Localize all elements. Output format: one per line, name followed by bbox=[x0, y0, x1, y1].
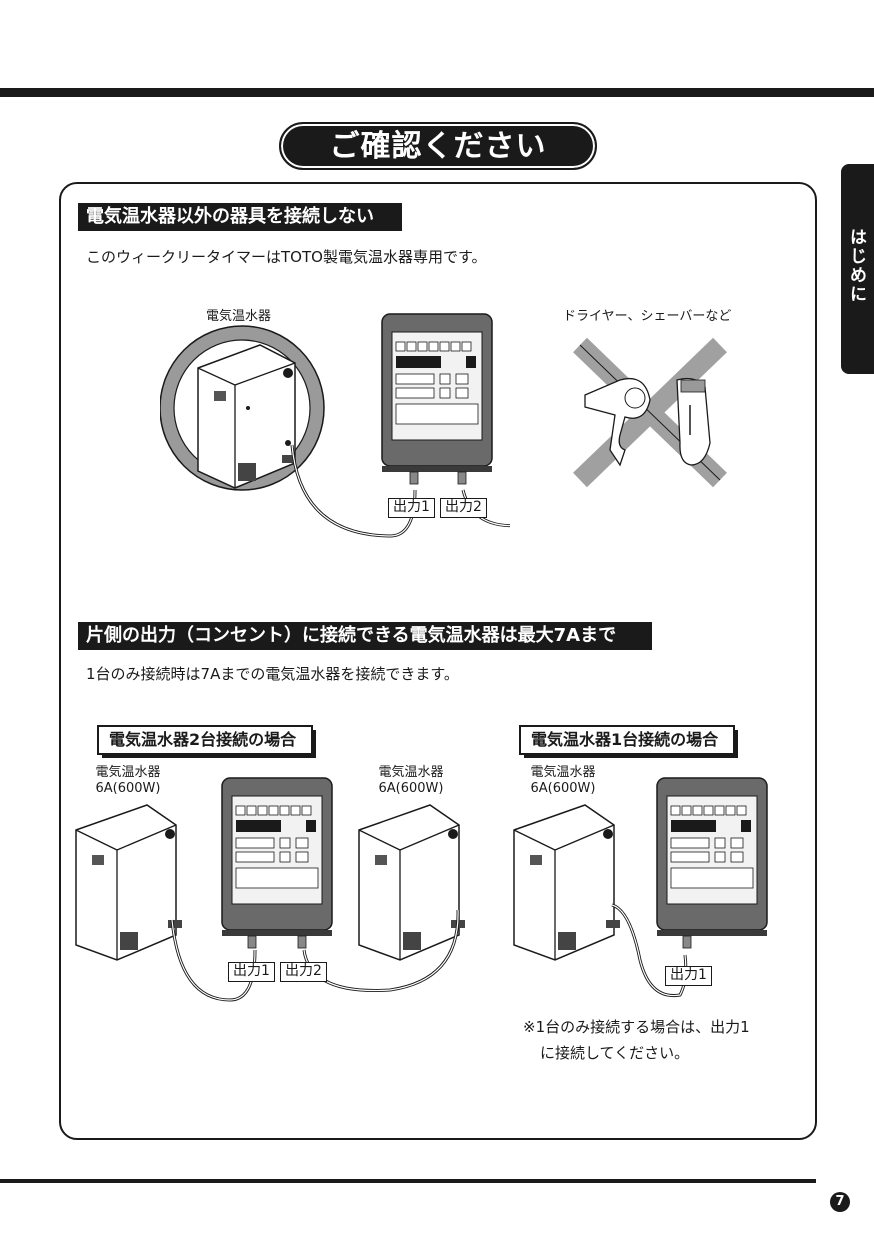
case-two-left-heater-illustration bbox=[75, 804, 182, 961]
page-title: ご確認ください bbox=[279, 122, 597, 170]
case-two-timer-illustration bbox=[221, 777, 333, 949]
section2-heading-part1: 片側の出力（コンセント）に接続できる電気温水器は bbox=[86, 625, 518, 646]
section1-body: このウィークリータイマーはTOTO製電気温水器専用です。 bbox=[86, 248, 487, 266]
case-one-heater-illustration bbox=[513, 804, 620, 961]
top-rule bbox=[0, 88, 874, 97]
heater-label: 電気温水器 bbox=[206, 309, 272, 324]
section1-output1-label: 出力1 bbox=[388, 498, 435, 518]
case-two-right-heater-illustration bbox=[358, 804, 465, 961]
forbidden-devices-illustration bbox=[573, 337, 727, 488]
case-two-right-heater-spec: 6A(600W) bbox=[378, 781, 444, 796]
case-one-output1-label: 出力1 bbox=[665, 966, 712, 986]
heater-circled-illustration bbox=[160, 325, 325, 491]
case-two-left-heater-spec: 6A(600W) bbox=[95, 781, 161, 796]
case-two-left-heater-name: 電気温水器 bbox=[95, 765, 161, 780]
case-one-heater-spec: 6A(600W) bbox=[530, 781, 596, 796]
bottom-rule bbox=[0, 1179, 816, 1183]
page-number: 7 bbox=[830, 1192, 850, 1212]
case-two-right-heater-name: 電気温水器 bbox=[378, 765, 444, 780]
case-one-note-line2: に接続してください。 bbox=[540, 1044, 690, 1062]
case-one-cord bbox=[611, 903, 688, 998]
section1-heading: 電気温水器以外の器具を接続しない bbox=[78, 203, 402, 231]
forbidden-devices-label: ドライヤー、シェーバーなど bbox=[563, 309, 732, 324]
section2-body: 1台のみ接続時は7Aまでの電気温水器を接続できます。 bbox=[86, 665, 459, 683]
side-tab-label: はじめに bbox=[846, 228, 866, 304]
case-one-timer-illustration bbox=[656, 777, 768, 949]
case-one-heading: 電気温水器1台接続の場合 bbox=[519, 725, 738, 758]
case-one-heater-name: 電気温水器 bbox=[530, 765, 596, 780]
case-two-output2-label: 出力2 bbox=[280, 962, 327, 982]
case-two-cords bbox=[170, 909, 460, 1002]
case-two-output1-label: 出力1 bbox=[228, 962, 275, 982]
section2-heading-part2: 最大7Aまで bbox=[517, 625, 617, 646]
section1-output2-label: 出力2 bbox=[440, 498, 487, 518]
case-one-note-line1: ※1台のみ接続する場合は、出力1 bbox=[523, 1018, 750, 1036]
section2-heading: 片側の出力（コンセント）に接続できる電気温水器は最大7Aまで bbox=[78, 622, 652, 650]
timer-unit-illustration bbox=[381, 313, 493, 485]
case-two-heading: 電気温水器2台接続の場合 bbox=[97, 725, 316, 758]
side-tab bbox=[841, 164, 874, 374]
section1-cords bbox=[290, 444, 510, 538]
